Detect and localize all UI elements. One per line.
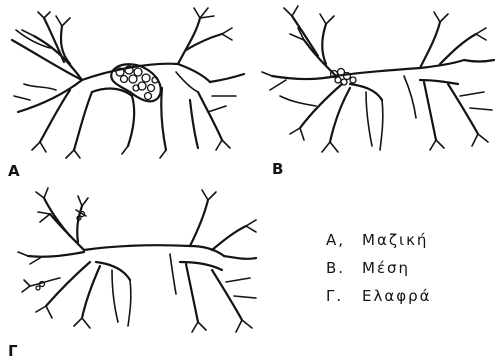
panel-g-label: Γ xyxy=(8,342,18,360)
legend-key: A, xyxy=(326,231,345,249)
legend-severity: Ελαφρά xyxy=(362,287,432,305)
legend-key: Γ. xyxy=(326,287,343,305)
legend: A, Μαζική B. Μέση Γ. Ελαφρά xyxy=(326,231,432,305)
legend-item: A, Μαζική xyxy=(326,231,428,249)
legend-severity: Μαζική xyxy=(362,231,428,249)
panel-b-label: B xyxy=(272,160,283,178)
panel-a-label: A xyxy=(8,162,20,180)
panel-a: A xyxy=(8,8,244,180)
legend-key: B. xyxy=(326,259,345,277)
legend-item: B. Μέση xyxy=(326,259,410,277)
panel-b: B xyxy=(262,6,494,178)
panel-g-vessel-tree xyxy=(18,188,256,332)
panel-g: Γ xyxy=(8,188,256,360)
panel-b-vessel-tree xyxy=(262,6,494,152)
legend-item: Γ. Ελαφρά xyxy=(326,287,432,305)
panel-a-vessel-tree xyxy=(12,8,244,158)
legend-severity: Μέση xyxy=(362,259,410,277)
